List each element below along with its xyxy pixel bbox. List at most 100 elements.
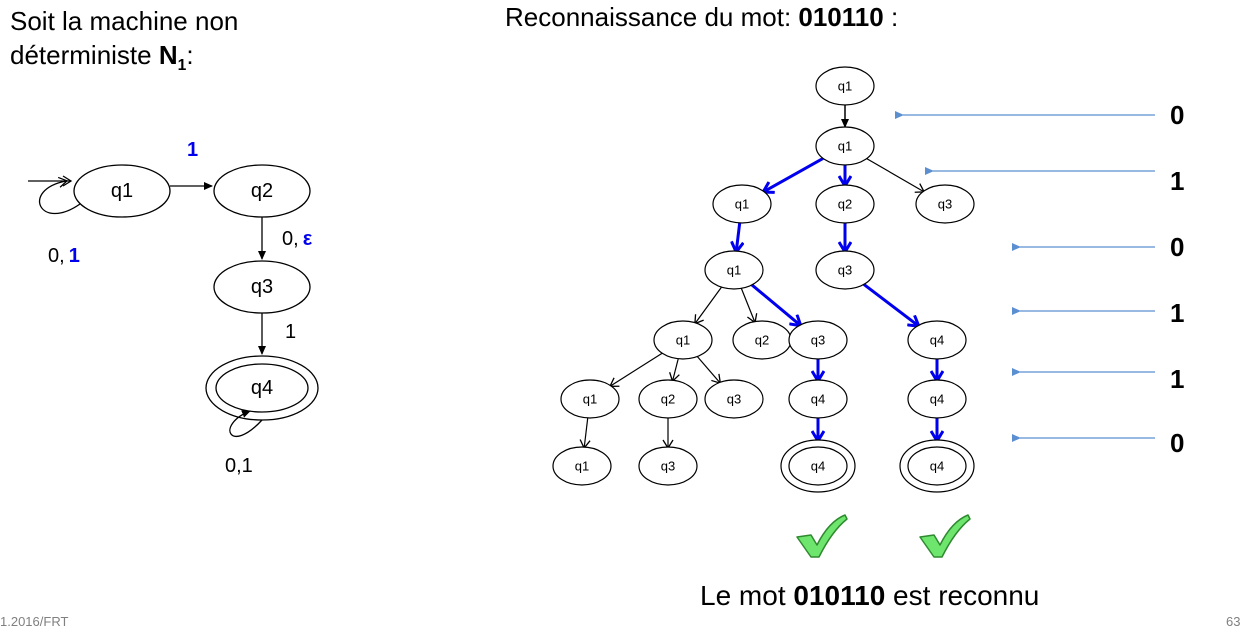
- tree-node-shape: [788, 379, 848, 419]
- tree-node: q3: [704, 379, 764, 419]
- tree-nodes: q1 q1 q1 q2 q3 q1 q3 q1 q2 q3 q4 q1 q2 q3 q4 q4 q1 q3 q4 q4: [552, 66, 975, 493]
- tree-node: q1: [815, 66, 875, 106]
- state-q1: [73, 164, 171, 218]
- state-q4: [215, 363, 309, 413]
- tree-node-label: q3: [661, 459, 675, 474]
- tree-node-label: q4: [811, 392, 825, 407]
- q1-self-loop: [38, 176, 81, 215]
- tree-node-label: q4: [811, 459, 825, 474]
- tree-edge: [696, 356, 722, 385]
- tree-node-label: q1: [676, 333, 690, 348]
- tree-node-label: q1: [838, 139, 852, 154]
- input-symbol: 1: [1170, 364, 1184, 394]
- tree-node-label: q1: [583, 392, 597, 407]
- tree-node-shape: [638, 446, 698, 486]
- tree-node-shape: [815, 126, 875, 166]
- tree-node: q4: [899, 439, 975, 493]
- tree-node: q4: [907, 379, 967, 419]
- tree-node-shape: [560, 379, 620, 419]
- tree-node: q3: [788, 320, 848, 360]
- machine-name: N1: [158, 40, 187, 75]
- tree-edge-accepting: [764, 157, 824, 191]
- input-symbol: 1: [1170, 298, 1184, 328]
- tree-node: q1: [653, 320, 713, 360]
- q4-self-loop: [229, 410, 263, 437]
- input-symbol: 1: [1170, 166, 1184, 196]
- tree-edge: [608, 352, 663, 387]
- tree-node: q3: [915, 184, 975, 224]
- tree-node-shape: [815, 184, 875, 224]
- tree-node: q3: [815, 250, 875, 290]
- tree-node: q4: [780, 439, 856, 493]
- tree-node-shape: [815, 250, 875, 290]
- label-q3-q4: 1: [285, 321, 296, 343]
- tree-node-shape: [638, 379, 698, 419]
- tree-node-label: q4: [930, 333, 944, 348]
- tree-node-shape: [907, 379, 967, 419]
- tree-node-shape: [552, 446, 612, 486]
- tree-node-label: q1: [727, 263, 741, 278]
- label-q1-q2: 1: [187, 139, 198, 161]
- tree-edge-accepting: [750, 283, 800, 325]
- tree-node-shape: [712, 184, 772, 224]
- check-mark-icon: [796, 514, 848, 558]
- automaton: q1 q2 q3 q4 1 0,1 0,ε 1 0,1: [28, 139, 319, 477]
- tree-node-label: q1: [838, 79, 852, 94]
- tree-node-label: q4: [930, 459, 944, 474]
- tree-node-shape: [653, 320, 713, 360]
- tree-node: q1: [712, 184, 772, 224]
- input-symbols: 0 1 0 1 1 0: [895, 100, 1184, 458]
- tree-node: q1: [560, 379, 620, 419]
- tree-node: q4: [788, 379, 848, 419]
- tree-node-label: q3: [811, 333, 825, 348]
- tree-node: q2: [638, 379, 698, 419]
- word: 010110: [798, 2, 884, 32]
- tree-node: q4: [907, 320, 967, 360]
- tree-node-label: q2: [661, 392, 675, 407]
- tree-node-label: q1: [735, 197, 749, 212]
- input-symbol: 0: [1170, 428, 1184, 458]
- label-q4-loop: 0,1: [225, 455, 253, 477]
- tree-edge: [579, 417, 591, 450]
- check-mark-icon: [919, 514, 971, 558]
- tree-node: q1: [815, 126, 875, 166]
- tree-edge: [866, 158, 926, 193]
- tree-node-label: q2: [755, 333, 769, 348]
- tree-node: q1: [704, 250, 764, 290]
- state-q3-label: q3: [251, 276, 273, 298]
- tree-node-shape: [704, 379, 764, 419]
- tree-node-label: q3: [938, 197, 952, 212]
- right-title: Reconnaissance du mot: 010110 :: [505, 2, 899, 32]
- tree-node-label: q4: [930, 392, 944, 407]
- tree-node-shape: [704, 250, 764, 290]
- tree-node-shape: [788, 446, 848, 486]
- tree-node-label: q3: [727, 392, 741, 407]
- tree-node-shape: [907, 446, 967, 486]
- tree-node: q1: [552, 446, 612, 486]
- left-title-line2: déterministe N1:: [10, 40, 194, 75]
- tree-node-shape: [815, 66, 875, 106]
- tree-node: q2: [815, 184, 875, 224]
- state-q1-label: q1: [111, 180, 133, 202]
- tree-node-shape: [907, 320, 967, 360]
- state-q2-label: q2: [251, 180, 273, 202]
- tree-node-shape: [915, 184, 975, 224]
- conclusion: Le mot 010110 est reconnu: [700, 580, 1040, 611]
- label-q1-loop: 0,1: [48, 245, 80, 267]
- tree-node-label: q1: [575, 459, 589, 474]
- label-q2-q3: 0,ε: [282, 228, 313, 250]
- tree-edge-accepting: [863, 283, 918, 325]
- state-q4-label: q4: [251, 377, 273, 399]
- footer-left: 1.2016/FRT: [0, 614, 69, 629]
- tree-node-shape: [788, 320, 848, 360]
- input-symbol: 0: [1170, 100, 1184, 130]
- tree-edge: [740, 288, 758, 324]
- page-number: 63: [1226, 614, 1241, 629]
- tree-node-label: q2: [838, 197, 852, 212]
- tree-edges: [579, 105, 937, 450]
- conclusion-word: 010110: [793, 580, 886, 611]
- left-title-line1: Soit la machine non: [10, 6, 239, 36]
- tree-node: q3: [638, 446, 698, 486]
- input-symbol: 0: [1170, 232, 1184, 262]
